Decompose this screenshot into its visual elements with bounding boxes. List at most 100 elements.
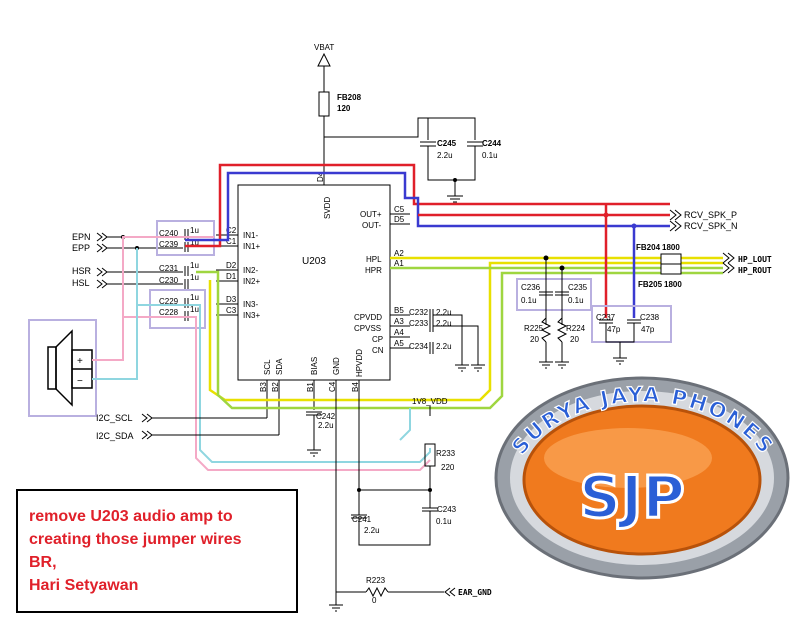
r223-zigzag xyxy=(365,586,389,598)
c245-c244-rail xyxy=(324,117,429,140)
r233-ref: R233 xyxy=(436,449,456,458)
sjp-logo: SURYA JAYA PHONES SJP xyxy=(494,376,790,580)
pin-gnd-num: C4 xyxy=(328,381,337,392)
fb205-ref: FB205 xyxy=(638,280,663,289)
gnd-symbol-r225 xyxy=(539,361,553,369)
c232-value: 2.2u xyxy=(436,308,452,317)
pin-in3p-label: IN3+ xyxy=(243,311,260,320)
c237-ref: C237 xyxy=(596,313,616,322)
c242-ref: C242 xyxy=(316,412,336,421)
pin-outn-label: OUT- xyxy=(362,221,381,230)
pin-in3n-num: D3 xyxy=(226,295,237,304)
pin-cn-label: CN xyxy=(372,346,384,355)
c235-value: 0.1u xyxy=(568,296,584,305)
r225-value: 20 xyxy=(530,335,539,344)
ear-gnd-net-label: EAR_GND xyxy=(458,588,492,597)
fb208-value: 120 xyxy=(337,104,351,113)
r233-value: 220 xyxy=(441,463,455,472)
speaker-highlight xyxy=(28,319,97,417)
jumper-yellow-hpl xyxy=(208,261,723,402)
pin-outn-num: D5 xyxy=(394,215,405,224)
pin-hpvdd-label: HPVDD xyxy=(355,349,364,377)
c229-value: 1u xyxy=(190,293,199,302)
pin-outp-label: OUT+ xyxy=(360,210,382,219)
note-box: remove U203 audio amp to creating those … xyxy=(16,489,298,613)
pin-hpl-num: A2 xyxy=(394,249,404,258)
pin-in1n-num: C2 xyxy=(226,226,237,235)
rcv-spk-n-net-label: RCV_SPK_N xyxy=(684,221,738,231)
note-line-4: Hari Setyawan xyxy=(29,577,139,594)
hp-lout-net-label: HP_LOUT xyxy=(738,255,772,264)
pin-in1p-num: C1 xyxy=(226,237,237,246)
pin-scl-label: SCL xyxy=(263,359,272,375)
pin-cn-num: A5 xyxy=(394,339,404,348)
gnd-symbol-c237 xyxy=(613,357,627,365)
pin-in2n-num: D2 xyxy=(226,261,237,270)
c237-value: 47p xyxy=(607,325,621,334)
pin-gnd-label: GND xyxy=(332,357,341,375)
output-arrow-icons xyxy=(669,209,735,274)
c240-ref: C240 xyxy=(159,229,179,238)
v18-vdd-net-label: 1V8_VDD xyxy=(412,397,448,406)
cp-caps-plates xyxy=(429,309,434,354)
c240-value: 1u xyxy=(190,226,199,235)
c229-ref: C229 xyxy=(159,297,179,306)
input-arrow-icons xyxy=(96,232,108,289)
c243-ref: C243 xyxy=(437,505,457,514)
c244-ref: C244 xyxy=(482,139,502,148)
r224-value: 20 xyxy=(570,335,579,344)
vbat-net-label: VBAT xyxy=(314,43,334,52)
pin-in1p-label: IN1+ xyxy=(243,242,260,251)
fb204-body xyxy=(660,253,682,265)
fb208-ref: FB208 xyxy=(337,93,362,102)
pin-cp-num: A4 xyxy=(394,328,404,337)
c233-ref: C233 xyxy=(409,319,429,328)
input-caps xyxy=(184,229,189,321)
c233-value: 2.2u xyxy=(436,319,452,328)
c231-ref: C231 xyxy=(159,264,179,273)
pin-bias-num: B1 xyxy=(306,382,315,392)
jumper-pink-epn xyxy=(92,236,214,361)
note-line-2: creating those jumper wires xyxy=(29,531,242,548)
pin-hpr-num: A1 xyxy=(394,259,404,268)
c238-value: 47p xyxy=(641,325,655,334)
c235-ref: C235 xyxy=(568,283,588,292)
pin-hpr-label: HPR xyxy=(365,266,382,275)
c245-value: 2.2u xyxy=(437,151,453,160)
fb204-ref: FB204 xyxy=(636,243,661,252)
speaker-plus-label: + xyxy=(77,356,83,367)
c241-ref: C241 xyxy=(352,515,372,524)
ear-gnd-arrow-icon xyxy=(444,587,456,597)
c234-ref: C234 xyxy=(409,342,429,351)
c231-value: 1u xyxy=(190,261,199,270)
c230-value: 1u xyxy=(190,273,199,282)
fb204-value: 1800 xyxy=(662,243,680,252)
c238-ref: C238 xyxy=(640,313,660,322)
chip-u203-name: U203 xyxy=(302,256,326,267)
pin-bias-label: BIAS xyxy=(310,357,319,375)
note-line-1: remove U203 audio amp to xyxy=(29,508,233,525)
pin-hpl-label: HPL xyxy=(366,255,382,264)
note-line-3: BR, xyxy=(29,554,57,571)
pin-cpvdd-label: CPVDD xyxy=(354,313,382,322)
c241-value: 2.2u xyxy=(364,526,380,535)
pin-in1n-label: IN1- xyxy=(243,231,258,240)
c229-c228-highlight xyxy=(149,289,206,329)
speaker-icon xyxy=(47,329,93,407)
gnd-symbol-r224 xyxy=(555,361,569,369)
c236-ref: C236 xyxy=(521,283,541,292)
c244-value: 0.1u xyxy=(482,151,498,160)
i2c-scl-net-label: I2C_SCL xyxy=(96,413,133,423)
gnd-symbol-top xyxy=(447,195,463,203)
svdd-pin-num: D4 xyxy=(316,171,325,182)
c228-value: 1u xyxy=(190,305,199,314)
fb208-body xyxy=(318,91,330,117)
r225-ref: R225 xyxy=(524,324,544,333)
vbat-arrow-icon xyxy=(317,52,331,67)
pin-scl-num: B3 xyxy=(259,382,268,392)
r223-ref: R223 xyxy=(366,576,386,585)
gnd-symbol-c242 xyxy=(307,449,321,457)
pin-in2p-label: IN2+ xyxy=(243,277,260,286)
gnd-symbol-cp xyxy=(455,364,485,372)
pin-in3p-num: C3 xyxy=(226,306,237,315)
